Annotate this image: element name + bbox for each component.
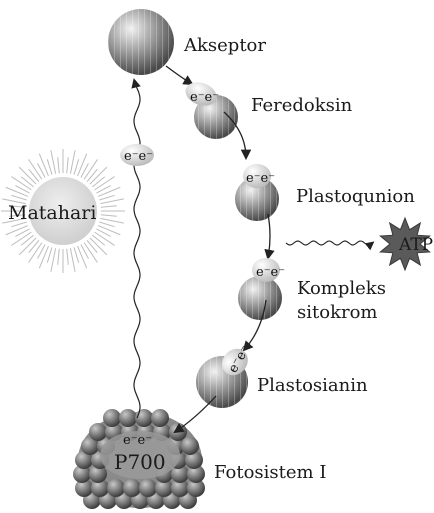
electron-pair-1: e⁻e⁻ [190,90,219,105]
label-kompleks: Kompleks [297,278,386,299]
label-feredoksin: Feredoksin [251,95,353,116]
electron-pair-up: e⁻e⁻ [124,149,153,164]
electron-path-up [134,80,140,418]
label-plastoqunion: Plastoqunion [296,186,415,207]
arrow-akseptor-feredoksin [166,66,192,84]
sitokrom-sphere [238,276,282,320]
electron-pair-2: e⁻e⁻ [246,171,275,186]
label-matahari: Matahari [8,202,96,224]
label-fotosistem: Fotosistem I [214,462,326,483]
label-akseptor: Akseptor [183,35,266,56]
label-sitokrom: sitokrom [297,302,377,323]
label-atp: ATP [398,235,433,255]
arrow-plastoqunion-sitokrom [268,214,270,258]
electron-pair-p700: e⁻e⁻ [123,433,152,448]
label-plastosianin: Plastosianin [257,375,368,396]
akseptor-sphere [108,9,174,75]
atp-wavy-arrow [286,241,373,245]
label-p700: P700 [114,450,166,474]
electron-pair-4: e⁻e⁻ [226,343,254,376]
electron-pair-3: e⁻e⁻ [256,265,285,280]
